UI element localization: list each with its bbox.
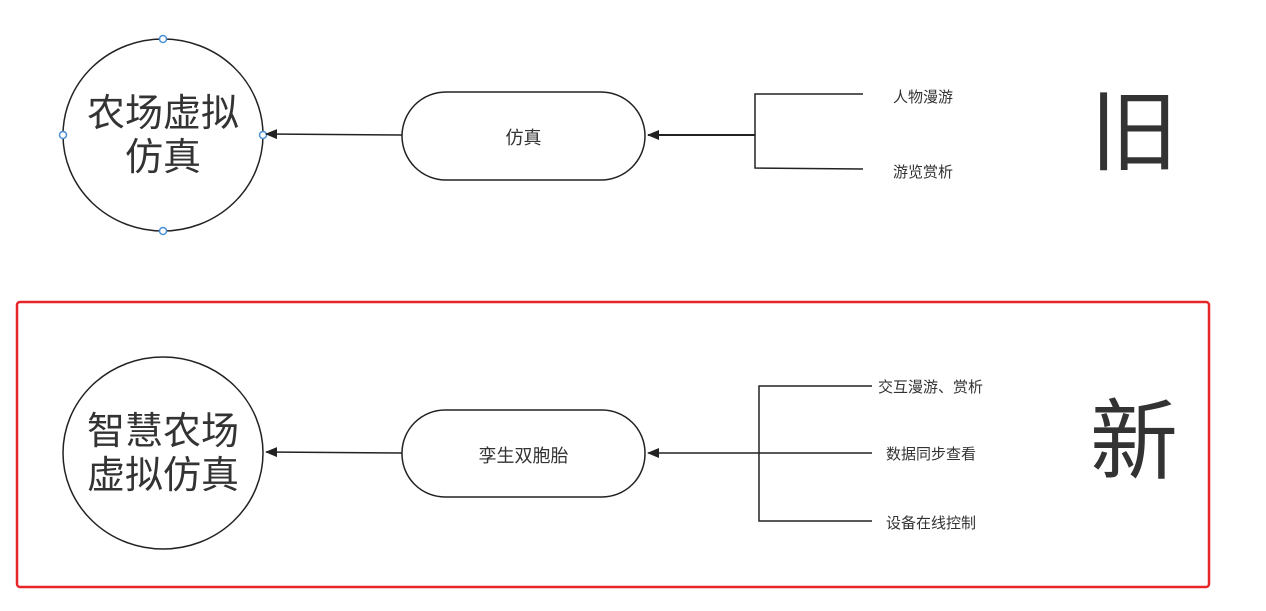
selection-handle-left[interactable] (58, 130, 68, 140)
old-target-label: 农场虚拟 仿真 (63, 91, 263, 179)
new-target-line-2: 虚拟仿真 (86, 453, 239, 497)
old-target-line-2: 仿真 (124, 135, 201, 179)
new-process-label: 孪生双胞胎 (478, 446, 569, 467)
new-input-1-label: 交互漫游、赏析 (878, 378, 984, 396)
new-arrow-process-to-target (265, 447, 403, 458)
selection-handle-bottom[interactable] (158, 226, 168, 236)
old-process-label: 仿真 (505, 128, 542, 149)
old-process-pill[interactable] (401, 91, 646, 181)
old-arrow-process-to-target (265, 129, 403, 140)
old-tag: 旧 (1090, 81, 1179, 184)
new-input-3-label: 设备在线控制 (886, 514, 977, 532)
new-process-pill[interactable] (401, 409, 646, 498)
old-input-1-label: 人物漫游 (893, 88, 954, 106)
new-highlight-frame (15, 300, 1211, 589)
new-target-label: 智慧农场 虚拟仿真 (63, 409, 263, 497)
new-input-2-label: 数据同步查看 (886, 445, 977, 463)
old-target-line-1: 农场虚拟 (86, 91, 239, 135)
new-target-circle[interactable] (62, 356, 264, 550)
new-target-line-1: 智慧农场 (86, 409, 239, 453)
new-input-bracket (758, 385, 872, 522)
old-input-2-label: 游览赏析 (893, 163, 954, 181)
old-input-bracket (754, 93, 864, 170)
selection-handle-top[interactable] (158, 34, 168, 44)
new-tag: 新 (1090, 390, 1179, 493)
